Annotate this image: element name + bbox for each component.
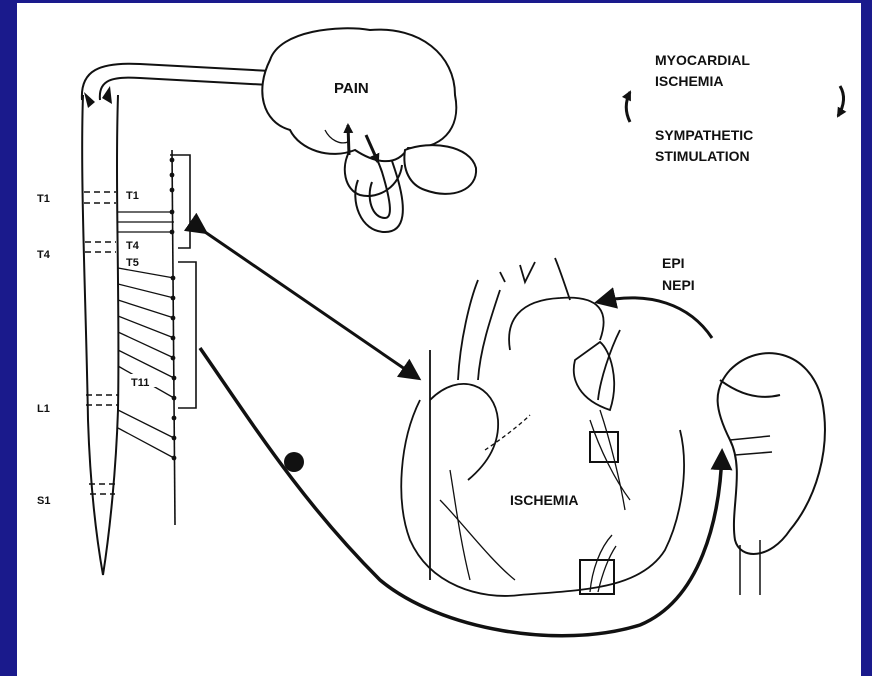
spine-level-t4: T4 [37, 249, 51, 261]
cord-segment-t11: T11 [131, 377, 149, 389]
cord-segment-t4: T4 [126, 240, 140, 252]
cord-segment-t1: T1 [126, 190, 139, 202]
spine-level-l1: L1 [37, 403, 50, 415]
nepi-label: NEPI [662, 277, 695, 293]
spine-level-t1: T1 [37, 193, 50, 205]
cycle-bottom-line-1: SYMPATHETIC [655, 127, 753, 143]
spinal-column-icon [82, 95, 118, 575]
cycle-arrow-up-icon [626, 92, 630, 122]
pain-label: PAIN [334, 80, 369, 97]
ischemia-label: ISCHEMIA [510, 492, 578, 508]
arrow-head-icon [102, 86, 112, 104]
cycle-bottom-line-2: STIMULATION [655, 148, 750, 164]
cycle-top-line-1: MYOCARDIAL [655, 52, 750, 68]
catecholamine-arrow [598, 298, 712, 338]
cardiac-afferent-arrow [205, 232, 418, 378]
ganglion-node [284, 452, 304, 472]
spine-level-s1: S1 [37, 495, 50, 507]
sympathetic-efferent-path [200, 348, 722, 636]
brain-icon [262, 28, 476, 196]
epi-label: EPI [662, 255, 685, 271]
brain-arrow-up [348, 125, 349, 155]
arrow-head-icon [84, 92, 95, 108]
kidney-icon [718, 353, 825, 595]
cord-segment-t5: T5 [126, 257, 139, 269]
heart-icon [401, 258, 684, 596]
cycle-top-line-2: ISCHEMIA [655, 73, 723, 89]
cycle-arrow-down-icon [838, 86, 844, 116]
sympathetic-chain [118, 150, 196, 525]
